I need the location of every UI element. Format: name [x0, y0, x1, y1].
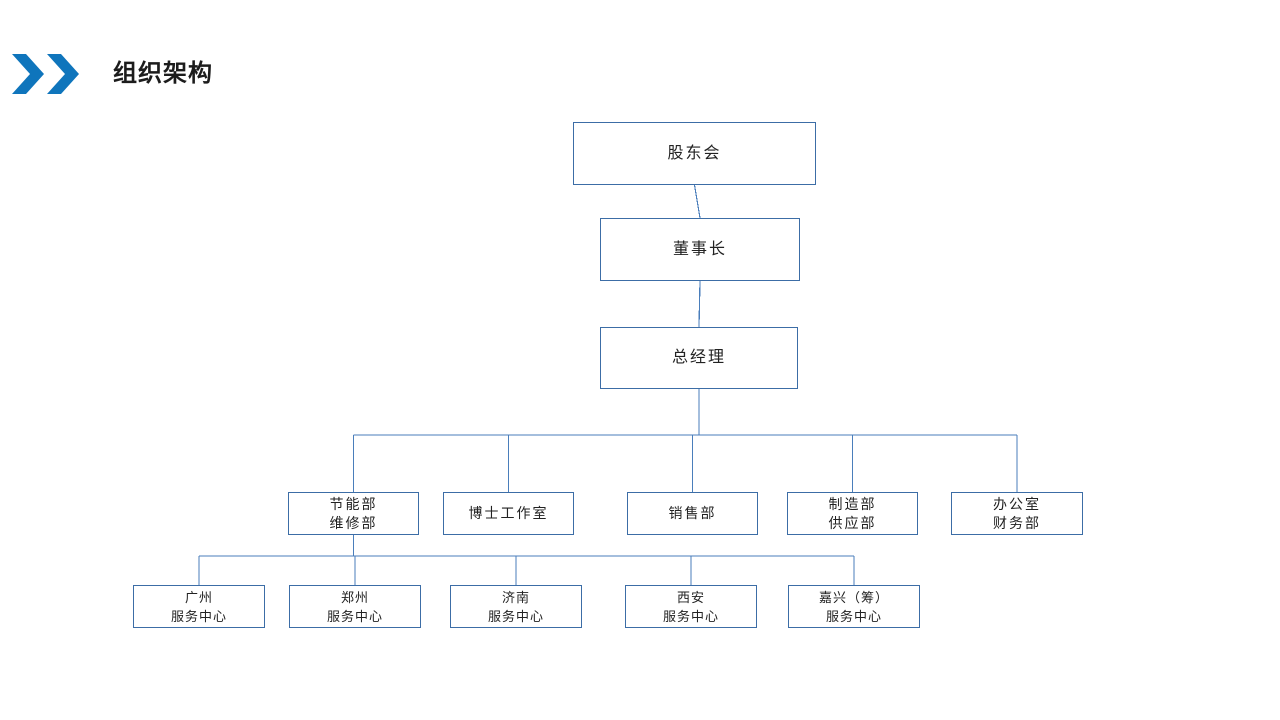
org-node-s3: 济南服务中心 — [450, 585, 582, 628]
org-node-label: 济南 — [501, 589, 530, 605]
org-node-d1: 节能部维修部 — [288, 492, 419, 535]
org-node-label: 制造部 — [828, 495, 877, 512]
connector-n1-n2 — [693, 184, 701, 219]
double-chevron-right-icon — [12, 54, 92, 94]
org-node-s1: 广州服务中心 — [133, 585, 265, 628]
page-title: 组织架构 — [113, 60, 213, 87]
org-node-label: 西安 — [676, 589, 705, 605]
org-node-label: 博士工作室 — [468, 505, 549, 521]
org-node-label: 节能部 — [329, 495, 378, 512]
org-node-n2: 董事长 — [600, 218, 800, 281]
org-node-label: 服务中心 — [326, 608, 383, 624]
org-node-label: 服务中心 — [662, 608, 719, 624]
org-node-label: 服务中心 — [825, 608, 882, 624]
org-node-d5: 办公室财务部 — [951, 492, 1083, 535]
org-node-label: 维修部 — [329, 514, 378, 531]
org-node-label: 财务部 — [993, 514, 1041, 531]
org-node-label: 嘉兴（筹） — [818, 589, 889, 605]
org-node-d2: 博士工作室 — [443, 492, 574, 535]
org-node-label: 广州 — [184, 589, 213, 605]
org-node-d4: 制造部供应部 — [787, 492, 918, 535]
org-node-n1: 股东会 — [573, 122, 816, 185]
connector-n2-n3 — [698, 280, 701, 328]
org-node-n3: 总经理 — [600, 327, 798, 389]
org-node-s2: 郑州服务中心 — [289, 585, 421, 628]
org-node-label: 总经理 — [671, 349, 726, 366]
org-node-s4: 西安服务中心 — [625, 585, 757, 628]
org-node-s5: 嘉兴（筹） 服务中心 — [788, 585, 920, 628]
chevron-right-icon-1 — [12, 54, 44, 94]
org-node-label: 郑州 — [340, 589, 369, 605]
org-node-label: 董事长 — [672, 240, 727, 258]
slide-header: 组织架构 — [0, 47, 1280, 103]
org-node-label: 销售部 — [668, 505, 717, 521]
org-node-label: 供应部 — [828, 514, 877, 531]
org-node-label: 服务中心 — [487, 608, 544, 624]
chevron-right-icon-2 — [47, 54, 79, 94]
org-node-label: 办公室 — [993, 495, 1041, 512]
org-node-label: 服务中心 — [170, 608, 227, 624]
org-node-d3: 销售部 — [627, 492, 758, 535]
org-node-label: 股东会 — [667, 144, 722, 162]
